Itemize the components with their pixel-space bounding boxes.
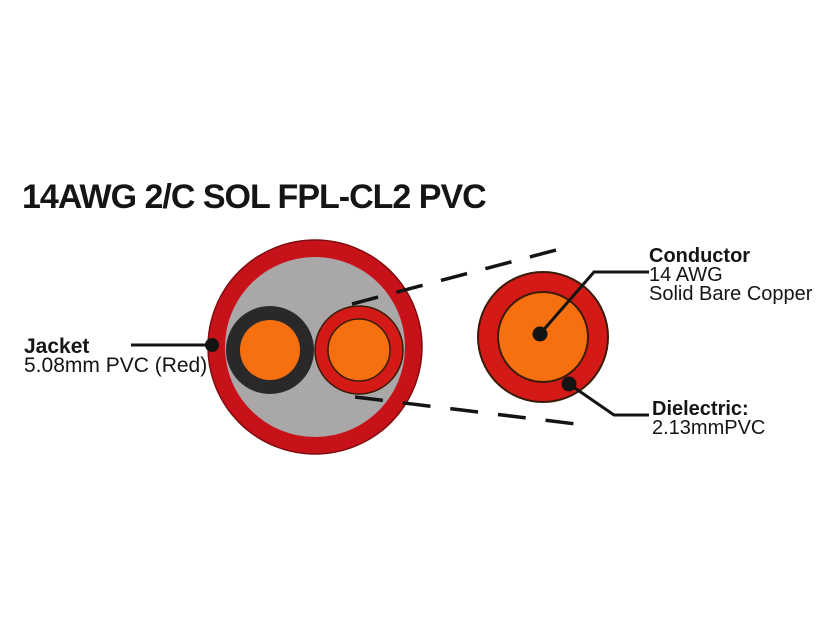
- page-title: 14AWG 2/C SOL FPL-CL2 PVC: [22, 178, 487, 216]
- jacket-callout-heading: Jacket: [24, 335, 90, 358]
- dielectric-callout-heading: Dielectric:: [652, 398, 749, 420]
- jacket-callout: Jacket 5.08mm PVC (Red): [24, 335, 208, 377]
- dielectric-callout-detail: 2.13mmPVC: [652, 417, 766, 439]
- jacket-anchor-dot: [205, 338, 219, 352]
- conductor1-copper-core: [240, 320, 300, 380]
- dielectric-callout: Dielectric: 2.13mmPVC: [652, 398, 766, 439]
- conductor-anchor-dot: [532, 326, 548, 342]
- conductor-leader-line: [538, 270, 649, 335]
- jacket-callout-detail: 5.08mm PVC (Red): [24, 354, 208, 377]
- conductor-callout-heading: Conductor: [649, 245, 751, 267]
- dielectric-anchor-dot: [561, 376, 577, 392]
- dielectric-leader-line: [568, 382, 649, 417]
- conductor-callout-detail-material: Solid Bare Copper: [649, 283, 813, 305]
- conductor-callout: Conductor 14 AWG Solid Bare Copper: [649, 245, 813, 305]
- zoom-projection-dashed-line-lower: [354, 395, 577, 426]
- zoom-projection-dashed-line-upper: [351, 248, 557, 306]
- conductor-callout-detail-gauge: 14 AWG: [649, 264, 723, 286]
- cable-cross-section: [207, 239, 423, 455]
- conductor2-copper-core: [327, 318, 391, 382]
